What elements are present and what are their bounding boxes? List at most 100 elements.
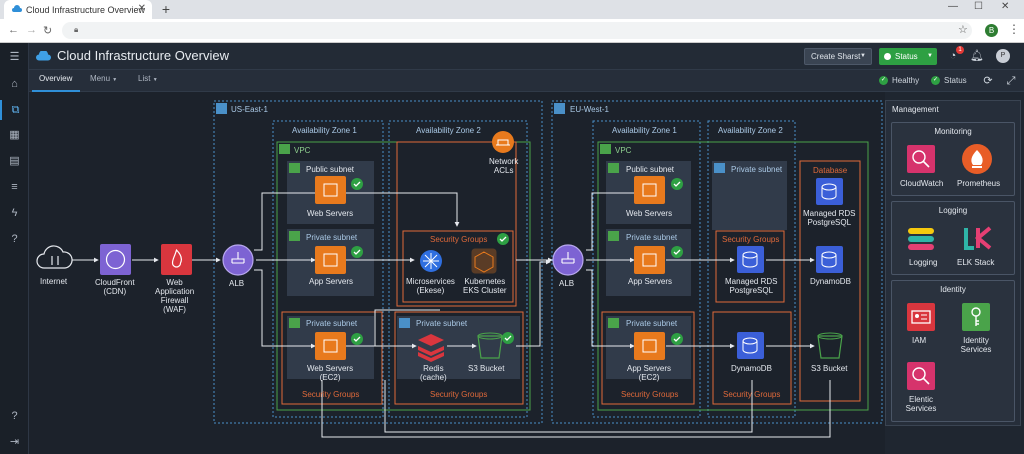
waf-label-line: Firewall [160, 296, 189, 305]
tab-overview[interactable]: Overview [39, 74, 73, 83]
back-icon[interactable]: ← [8, 24, 19, 36]
eu-az2 [707, 120, 796, 418]
elentic-services-icon[interactable] [907, 362, 935, 390]
sub-navigation [29, 70, 1024, 92]
identity-services-icon[interactable] [962, 303, 990, 331]
eu-app-ec2-line: (EC2) [638, 373, 660, 382]
refresh-icon[interactable]: ⟳ [983, 75, 993, 87]
create-sharst-button[interactable]: Create Sharst▼ [804, 48, 872, 65]
status-check-icon: ✓ [931, 76, 940, 85]
active-tab-indicator [32, 90, 80, 92]
terminal-icon[interactable]: ▤ [9, 155, 20, 167]
support-icon[interactable]: ? [11, 410, 18, 422]
edge-eu-alb-web [586, 192, 640, 251]
key-glyph [971, 307, 981, 326]
elk-stack-icon[interactable] [962, 224, 992, 252]
iam-icon[interactable] [907, 303, 935, 331]
tab-menu[interactable]: Menu ▼ [90, 74, 117, 83]
edge-s3-alb-eu [516, 259, 551, 347]
us-app-servers-label: App Servers [309, 277, 354, 286]
help-icon[interactable]: ? [11, 233, 18, 245]
activity-icon[interactable]: ◔ [949, 50, 957, 62]
subnet-lock-icon [289, 318, 300, 328]
waf-label-line: Application [155, 287, 195, 296]
us-app-servers-icon [315, 246, 346, 274]
bookmark-star-icon[interactable]: ☆ [958, 24, 968, 36]
maximize-icon[interactable]: ☐ [974, 1, 983, 12]
eu-az1-label: Availability Zone 1 [612, 126, 677, 135]
network-acls-line: ACLs [493, 166, 514, 175]
bell-icon[interactable]: 🔔︎ [970, 50, 984, 62]
hamburger-menu-icon[interactable]: ☰ [9, 51, 20, 63]
bolt-icon[interactable]: ϟ [11, 207, 18, 219]
browser-account-avatar[interactable]: B [985, 24, 998, 37]
status-button[interactable]: Status▼ [879, 48, 937, 65]
check-badge-icon [351, 333, 363, 345]
chevron-down-icon: ▼ [112, 77, 118, 83]
check-badge-icon [351, 246, 363, 258]
magnifier-glyph [912, 150, 930, 168]
identity-group: Identity IAM Identity Services Elentic S… [891, 280, 1015, 422]
monitoring-title: Monitoring [934, 127, 972, 136]
prometheus-icon[interactable] [962, 144, 992, 174]
status-label: Status [944, 76, 967, 85]
reload-icon[interactable]: ↻ [43, 25, 53, 37]
eu-private-subnet-1-label: Private subnet [626, 233, 678, 242]
logging-icon[interactable] [906, 224, 936, 252]
logging-title: Logging [938, 206, 968, 215]
us-security-group-az2 [394, 311, 524, 405]
database-icon[interactable]: ≡ [11, 181, 18, 193]
prometheus-label: Prometheus [957, 179, 1001, 188]
elk-glyph [964, 226, 992, 250]
cloudwatch-icon[interactable] [907, 145, 935, 173]
healthy-status: Healthy [892, 76, 920, 85]
subnet-lock-icon [608, 163, 619, 173]
cloudfront-globe-glyph [105, 249, 126, 270]
status-button-label: Status [895, 52, 918, 61]
minimize-icon[interactable]: — [948, 1, 958, 12]
home-icon[interactable]: ⌂ [11, 78, 18, 90]
cloudfront-label: CloudFront(CDN) [95, 278, 135, 296]
browser-tab[interactable]: Cloud Infrastructure Overview ✕ [4, 0, 152, 19]
eu-web-servers-icon [634, 176, 665, 204]
eu-app-servers-icon [634, 246, 665, 274]
elentic-services-label: Elentic Services [905, 395, 937, 413]
logout-icon[interactable]: ⇥ [9, 436, 20, 448]
check-glyph [673, 181, 681, 187]
subnet-lock-icon [608, 318, 619, 328]
monitoring-group: Monitoring CloudWatch Prometheus [891, 122, 1015, 196]
edge-alb-web-ec2 [254, 269, 316, 349]
rds-mid-line: PostgreSQL [729, 286, 774, 295]
eu-private-subnet-az2-label: Private subnet [731, 165, 783, 174]
forward-icon[interactable]: → [26, 24, 37, 36]
diagram-icon[interactable]: ⧉ [0, 100, 29, 120]
eu-managed-rds-mid-icon [737, 246, 764, 273]
browser-menu-icon[interactable]: ⋮ [1008, 22, 1020, 36]
left-sidebar [0, 43, 29, 454]
subnet-lock-icon [399, 318, 410, 328]
tab-list[interactable]: List ▼ [138, 74, 158, 83]
logging-group: Logging Logging ELK Stack [891, 201, 1015, 275]
close-window-icon[interactable]: ✕ [1001, 1, 1010, 12]
vpc-lock-icon [600, 144, 611, 154]
close-tab-icon[interactable]: ✕ [137, 3, 146, 14]
subnet-lock-icon [608, 231, 619, 241]
waf-flame-glyph [171, 248, 183, 268]
us-web-servers-ec2-label: Web Servers(EC2) [307, 364, 353, 382]
eu-az2-label: Availability Zone 2 [718, 126, 783, 135]
check-badge-icon [671, 333, 683, 345]
address-bar[interactable] [62, 22, 972, 39]
expand-icon[interactable]: ⤢ [1006, 75, 1016, 87]
us-security-group-az1 [281, 311, 383, 405]
us-region-label: US-East-1 [231, 105, 268, 114]
new-tab-button[interactable]: + [161, 1, 171, 17]
lock-icon[interactable]: 🔒︎ [74, 25, 79, 34]
chip-glyph [642, 183, 657, 197]
grid-icon[interactable]: ▦ [9, 129, 20, 141]
chip-glyph [323, 339, 338, 353]
tab-list-label: List [138, 74, 151, 83]
profile-avatar[interactable]: P [996, 49, 1010, 63]
